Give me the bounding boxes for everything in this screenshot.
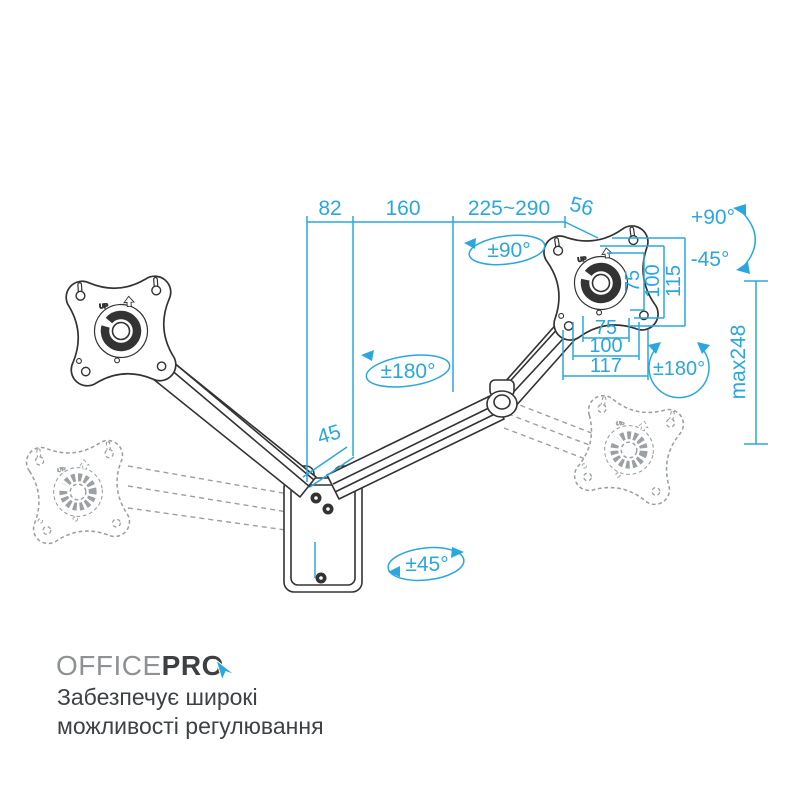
tilt-up-label: +90° bbox=[691, 206, 735, 229]
left-arm bbox=[131, 341, 317, 498]
dim-160-label: 160 bbox=[385, 197, 420, 220]
arm-180-annotation: ±180° bbox=[648, 342, 710, 399]
rot-elbow-label: ±180° bbox=[381, 360, 436, 383]
tilt-down-label: -45° bbox=[691, 248, 730, 271]
max-height-label: max248 bbox=[727, 325, 750, 400]
brand-tagline: Забезпечує широкі можливості регулювання bbox=[57, 683, 324, 742]
vesa-h-75-label: 75 bbox=[595, 317, 617, 339]
vesa-plate-left bbox=[65, 275, 177, 387]
brand-logo: OFFICEPRO bbox=[56, 650, 236, 682]
cursor-icon bbox=[215, 659, 236, 682]
max-height-dimension: max248 bbox=[727, 280, 768, 445]
rot-plate-swivel-label: ±90° bbox=[487, 239, 530, 262]
top-dimension-line: 82 160 225~290 56 bbox=[306, 193, 599, 482]
swivel-90-annotation: ±90° bbox=[464, 234, 546, 266]
ghost-vesa-plate-right bbox=[572, 393, 686, 507]
base-swivel-45-annotation: ±45° bbox=[387, 546, 465, 582]
elbow-180-annotation: ±180° bbox=[361, 350, 451, 388]
tagline-line1: Забезпечує широкі bbox=[57, 684, 258, 710]
dim-45-label: 45 bbox=[315, 420, 344, 449]
brand-pro: PRO bbox=[161, 650, 224, 681]
tagline-line2: можливості регулювання bbox=[57, 713, 324, 740]
brand-office: OFFICE bbox=[56, 650, 162, 681]
ghost-vesa-plate-left bbox=[25, 439, 131, 545]
tilt-annotation: +90° -45° bbox=[691, 204, 757, 274]
vesa-v-75-label: 75 bbox=[622, 270, 644, 292]
elbow-joint bbox=[486, 379, 518, 418]
rot-base-label: ±45° bbox=[405, 553, 448, 576]
rot-arm-label: ±180° bbox=[653, 358, 705, 380]
ghost-left-arm bbox=[127, 465, 301, 533]
right-arm-lower bbox=[326, 394, 505, 500]
dim-82-label: 82 bbox=[318, 197, 341, 220]
vesa-v-115-label: 115 bbox=[663, 265, 685, 297]
vesa-h-117-label: 117 bbox=[590, 355, 622, 377]
dim-225-290-label: 225~290 bbox=[468, 197, 550, 220]
vesa-vertical-dims: 75 100 115 bbox=[600, 237, 686, 327]
vesa-v-100-label: 100 bbox=[642, 264, 664, 297]
ghost-right-arm bbox=[503, 401, 595, 461]
dim-56-label: 56 bbox=[567, 193, 595, 221]
vesa-horizontal-dims: 75 100 117 bbox=[562, 316, 649, 380]
wall-mount-plate bbox=[283, 465, 363, 593]
vesa-h-100-label: 100 bbox=[589, 335, 622, 357]
wall-offset-45-dimension: 45 bbox=[302, 420, 355, 578]
